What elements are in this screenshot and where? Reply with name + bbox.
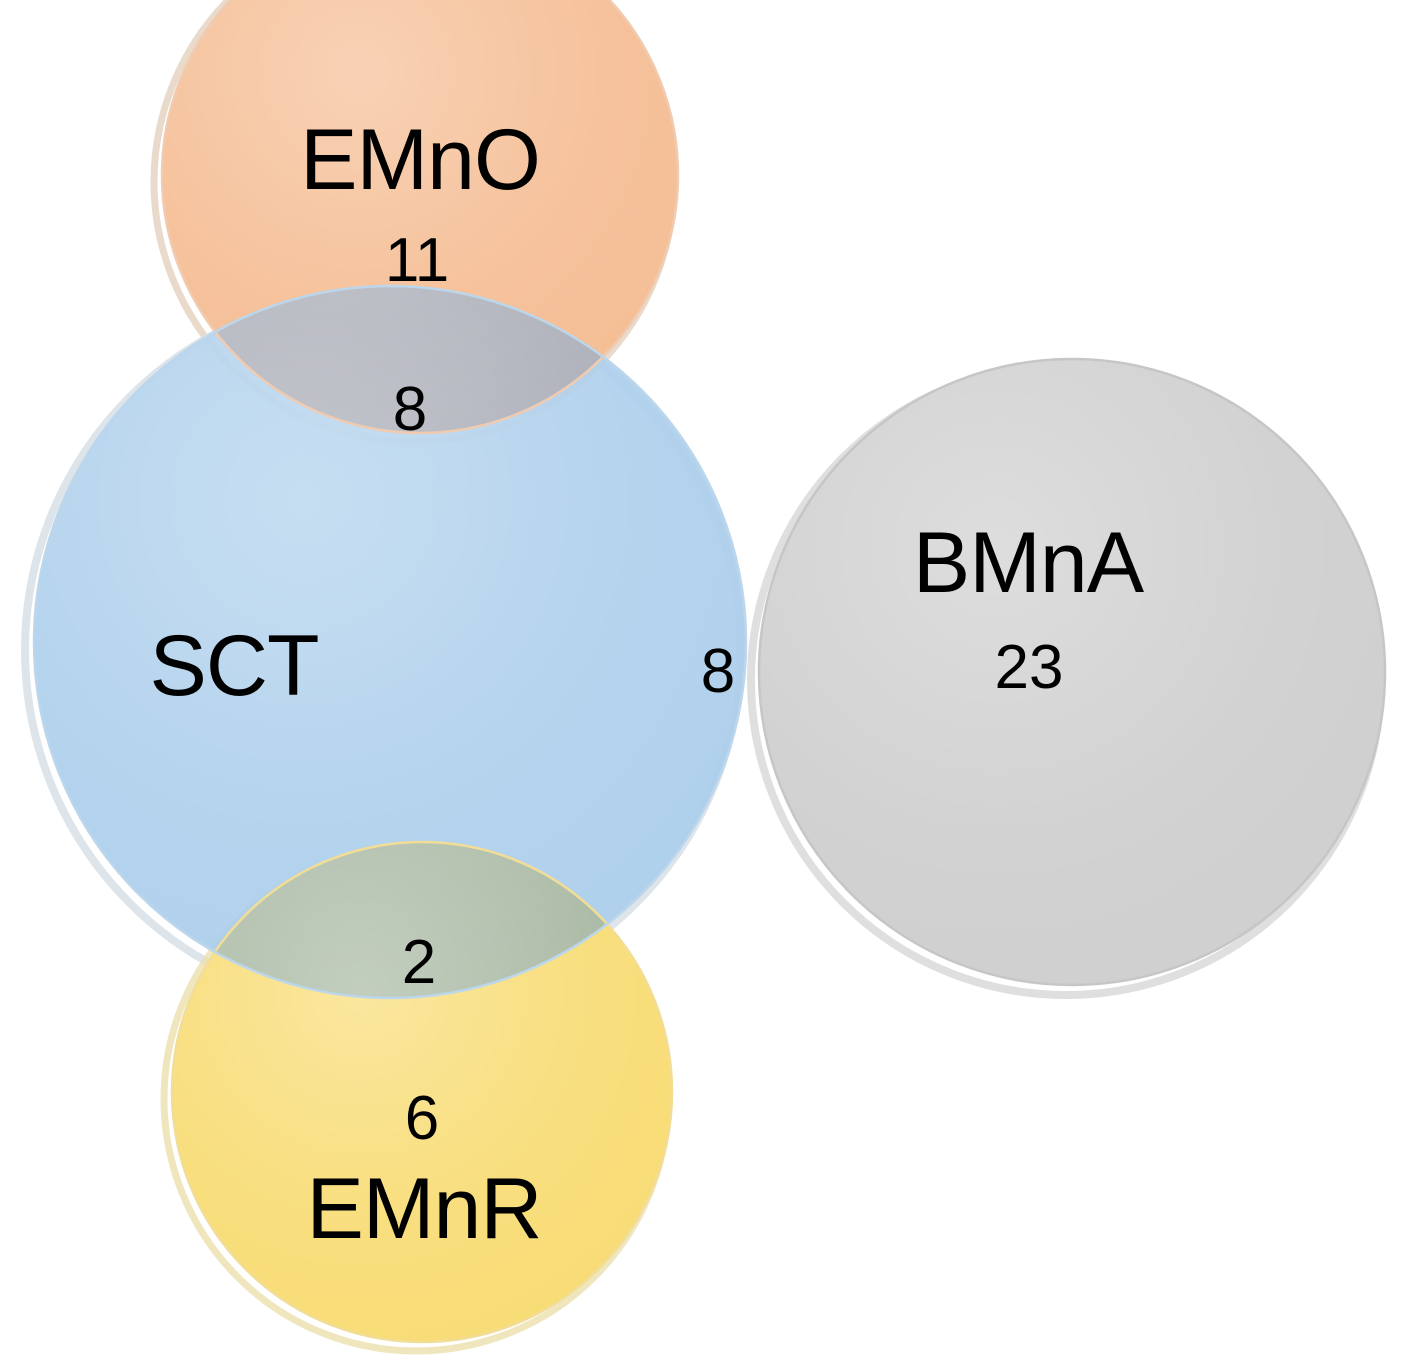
- sct-outline: [32, 284, 748, 1000]
- emno-outline: [160, 0, 680, 435]
- disc-sheen: [34, 0, 1385, 1342]
- bmna-outline: [757, 357, 1387, 987]
- emnr-outline: [170, 840, 674, 1344]
- disc-outlines: [32, 0, 1387, 1344]
- bmna-sheen: [759, 359, 1385, 985]
- sct-sheen: [34, 286, 746, 998]
